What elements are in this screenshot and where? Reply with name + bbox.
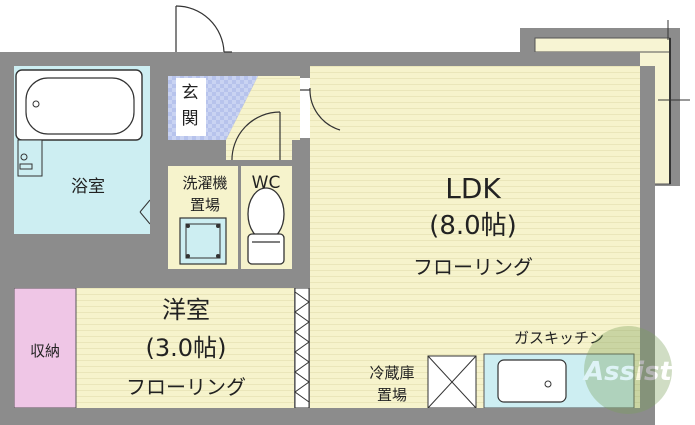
kitchen-label: ガスキッチン <box>514 329 604 347</box>
hallway-floor <box>226 76 300 160</box>
entrance-door-icon <box>165 4 232 53</box>
ldk-door-icon <box>300 78 341 138</box>
western-name: 洋室 <box>162 296 210 324</box>
fridge-label-1: 冷蔵庫 <box>369 364 414 382</box>
interior-walls <box>0 66 655 408</box>
toilet-icon <box>247 187 285 265</box>
sliding-door-icon <box>294 287 310 409</box>
bath-label: 浴室 <box>71 177 105 197</box>
washer-label-1: 洗濯機 <box>182 174 227 192</box>
western-size: (3.0帖) <box>146 334 227 362</box>
sink-icon <box>497 359 567 403</box>
watermark-text: Assist <box>582 357 673 387</box>
entrance-label-1: 玄 <box>182 83 199 103</box>
storage-area <box>13 287 77 409</box>
ldk-floor-type: フローリング <box>413 255 533 279</box>
ldk-size: (8.0帖) <box>429 211 517 241</box>
washer-label-2: 置場 <box>190 196 220 214</box>
fridge-label-2: 置場 <box>377 386 407 404</box>
wc-door-icon <box>231 111 281 163</box>
ldk-floor <box>310 66 640 408</box>
watermark-logo: Assist <box>582 326 674 414</box>
storage-label: 収納 <box>30 342 60 360</box>
western-room-floor <box>76 288 294 408</box>
bath-faucet-icon <box>17 139 43 177</box>
western-floor-type: フローリング <box>126 375 246 399</box>
wc-label: WC <box>252 173 281 193</box>
ldk-name: LDK <box>445 172 501 205</box>
entrance-label-2: 関 <box>182 109 199 129</box>
